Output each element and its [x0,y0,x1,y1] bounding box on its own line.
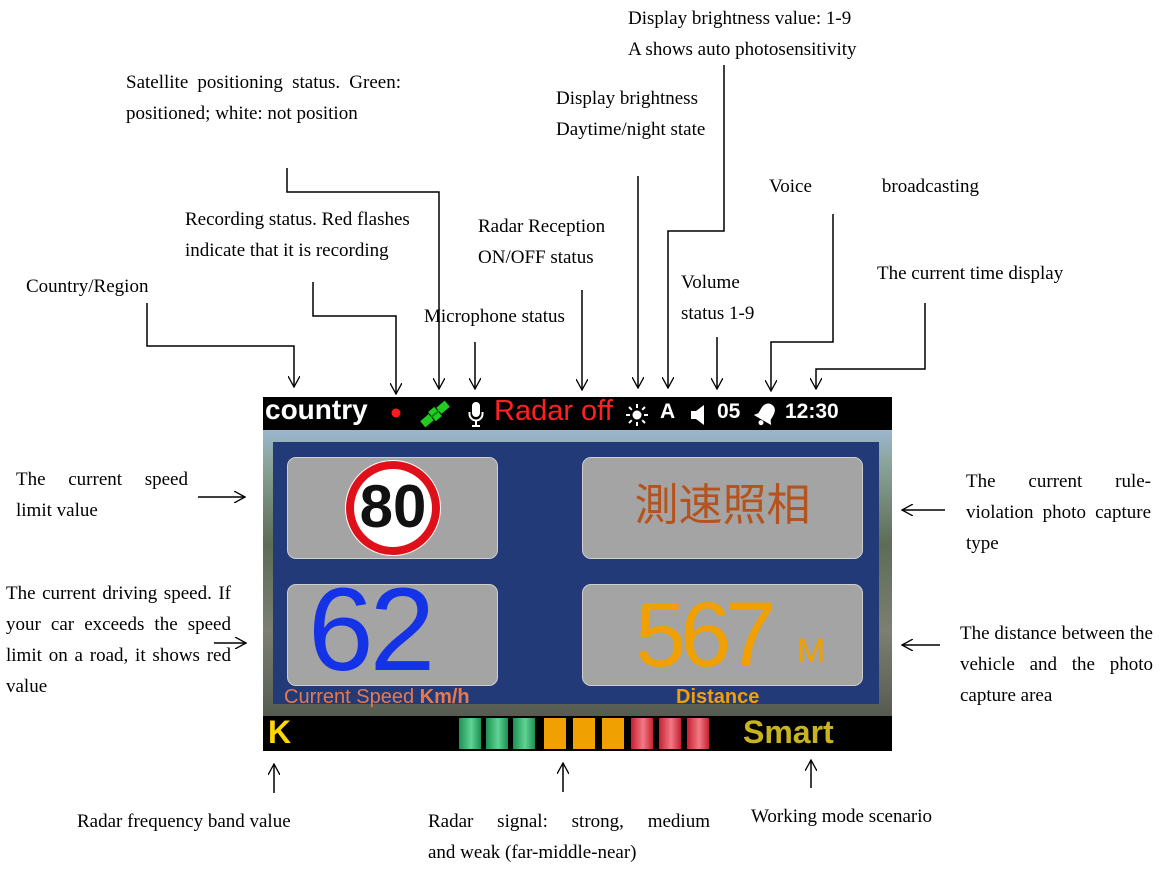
microphone-icon [468,402,484,427]
current-speed-value: 62 [308,564,435,696]
camera-view: 80 測速照相 62 567 M Current Speed Km/h Dist… [263,430,892,716]
band-text: K [268,714,292,750]
signal-segment [573,718,595,749]
recording-arrow [312,282,396,394]
capture-type-box: 測速照相 [582,457,863,559]
time-label: The current time display [877,263,1064,284]
speed-limit-label: The current speed limit value [16,469,188,521]
satellite-icon [420,400,450,428]
radar-status-text: Radar off [494,397,613,427]
volume-text: 05 [717,400,741,423]
signal-label-1: Radar signal: strong, medium [428,811,710,832]
signal-segment [513,718,535,749]
driving-speed-label: The current driving speed. If your car e… [6,583,231,697]
recording-label: Recording status. Red flashes indicate t… [185,209,410,261]
day-night-label-2: Daytime/night state [556,119,706,140]
signal-label-2: and weak (far-middle-near) [428,842,637,863]
radar-reception-label-1: Radar Reception [478,216,606,237]
volume-label-1: Volume [681,272,740,293]
speed-limit-value: 80 [359,473,427,540]
speed-caption: Current Speed Km/h [284,685,470,709]
voice-arrow [771,214,834,391]
mode-label: Working mode scenario [751,806,933,827]
speed-caption-text: Current Speed [284,686,415,708]
violation-type-label: The current rule-violation photo capture… [966,471,1151,554]
mode-text: Smart [743,714,834,750]
country-text: country [265,397,368,425]
day-night-label-1: Display brightness [556,88,698,109]
info-panel: 80 測速照相 62 567 M Current Speed Km/h Dist… [273,442,879,708]
brightness-value-arrow [668,65,725,388]
bell-icon [753,403,775,426]
distance-box: 567 M [582,584,863,686]
signal-segment [544,718,566,749]
speaker-icon [691,405,704,425]
speed-unit-text: Km/h [419,686,470,708]
distance-unit: M [797,632,826,670]
distance-value: 567 [635,584,776,686]
country-label: Country/Region [26,276,149,297]
signal-segment [459,718,481,749]
signal-segment [659,718,681,749]
brightness-value-label-1: Display brightness value: 1-9 [628,8,852,29]
speed-limit-box: 80 [287,457,498,559]
band-label: Radar frequency band value [77,811,291,832]
brightness-mode-text: A [660,400,676,423]
satellite-arrow [286,168,439,389]
capture-type-text: 測速照相 [634,480,811,531]
distance-label: The distance between the vehicle and the… [960,623,1153,706]
time-arrow [816,303,926,389]
radar-bar: K Smart [263,714,892,751]
microphone-label: Microphone status [424,306,565,327]
satellite-label: Satellite positioning status. Green: pos… [126,72,401,124]
signal-segment [631,718,653,749]
status-bar: country Radar off A 05 [263,397,892,430]
voice-label: Voice broadcasting [769,176,979,197]
volume-label-2: status 1-9 [681,303,755,324]
signal-segment [602,718,624,749]
sun-icon [626,404,648,426]
speed-limit-sign-icon [345,460,441,556]
signal-segment [687,718,709,749]
recording-dot-icon [391,408,401,418]
current-speed-box: 62 [287,565,498,695]
device-screen: country Radar off A 05 [263,397,892,751]
time-text: 12:30 [785,400,839,423]
brightness-value-label-2: A shows auto photosensitivity [628,39,857,60]
country-arrow [146,303,294,387]
radar-reception-label-2: ON/OFF status [478,247,594,268]
signal-segment [486,718,508,749]
distance-caption: Distance [676,686,760,708]
